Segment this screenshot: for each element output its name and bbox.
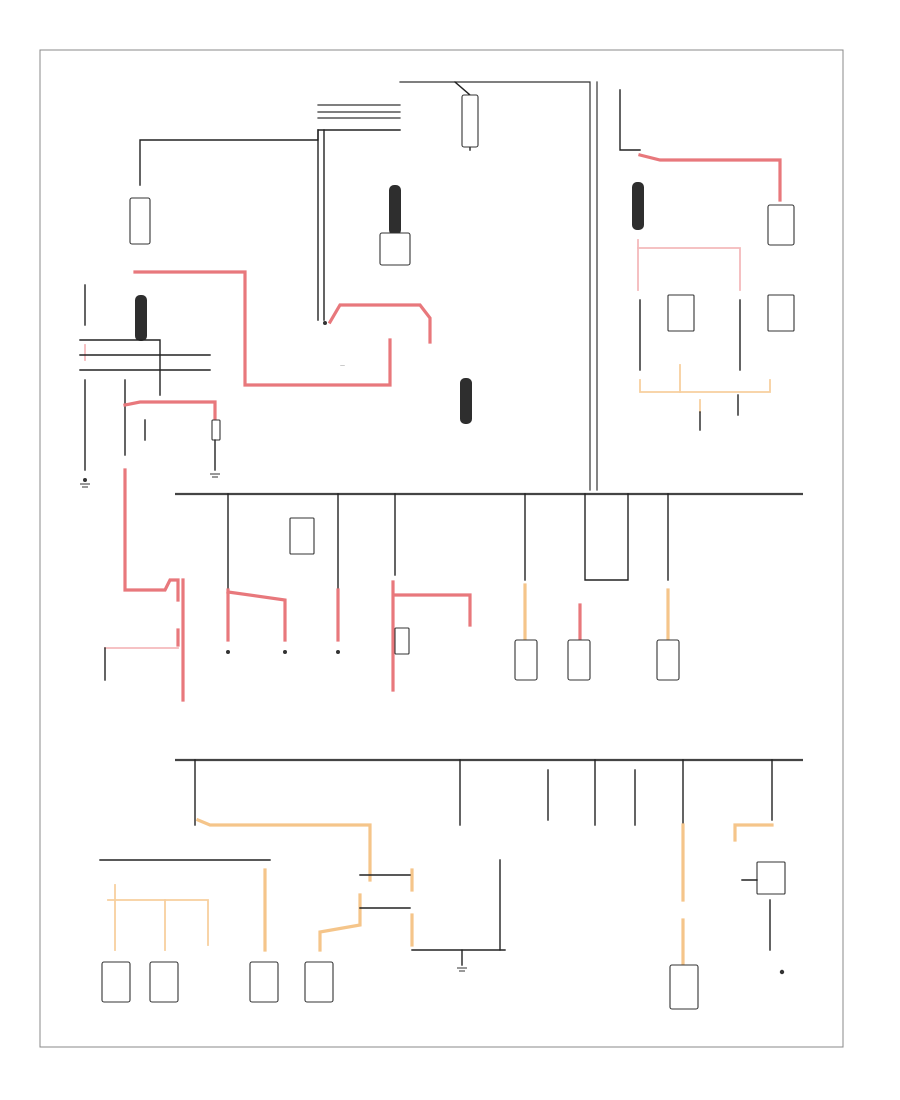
mega-fuse-generator (389, 185, 401, 235)
ignition-switch-area (79, 284, 211, 482)
ignition-feed-wire (123, 400, 217, 422)
component-driver-door-module (101, 961, 131, 1003)
component-airbag-module (669, 964, 699, 1010)
relay-left (667, 294, 695, 332)
battery-positive-junction-block (461, 94, 479, 148)
left-red-feed (123, 468, 180, 602)
mega-fuse-left (135, 295, 147, 341)
component-pcm (514, 639, 538, 681)
component-dim-module (149, 961, 179, 1003)
lower-orange-feed (195, 817, 372, 882)
relay-bottom-right (756, 861, 786, 895)
relay-right (767, 294, 795, 332)
battery-component (129, 197, 151, 245)
mega-fuse-center (460, 378, 472, 424)
lower-bus-branches (99, 759, 773, 861)
diagram-frame (39, 49, 844, 1048)
module-center (394, 627, 410, 655)
upper-bus-branches (227, 493, 669, 591)
battery-cable-group (139, 81, 598, 491)
relay-component-bus (289, 517, 315, 555)
generator-component (379, 232, 411, 266)
ground-symbols (80, 473, 467, 972)
fuse-ignition (211, 419, 221, 441)
relay-center-group (619, 89, 795, 431)
component-mirror-module (249, 961, 279, 1003)
svg-text:—: — (340, 363, 345, 369)
component-ebcm (567, 639, 591, 681)
component-instrument-cluster (656, 639, 680, 681)
relay-component-top-right (767, 204, 795, 246)
mega-fuse-right (632, 182, 644, 230)
upper-components (226, 639, 680, 681)
component-passenger-door-module (304, 961, 334, 1003)
lower-components (101, 961, 699, 1010)
starter-feed-wire (133, 270, 392, 387)
